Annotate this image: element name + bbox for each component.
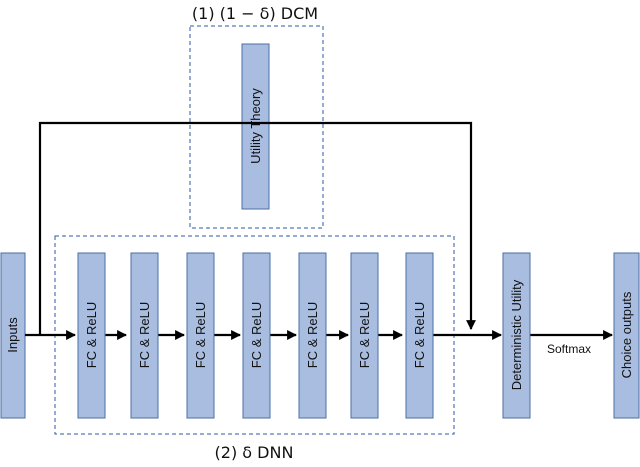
fc-layer-4 [242,252,271,419]
fc-layer-1-label: FC & ReLU [84,302,99,368]
deterministic-utility-label: Deterministic Utility [509,279,524,390]
utility-theory-box [241,43,270,210]
deterministic-utility-box [502,252,531,419]
fc-layer-6 [350,252,379,419]
dnn-title: (2) δ DNN [215,443,294,462]
utility-theory-label: Utility Theory [248,88,263,164]
fc-layer-6-label: FC & ReLU [357,302,372,368]
fc-layer-7 [405,252,434,419]
choice-outputs-box [613,252,640,419]
fc-layer-5 [298,252,327,419]
fc-layer-4-label: FC & ReLU [249,302,264,368]
choice-outputs-label: Choice outputs [619,291,634,378]
fc-layer-3 [186,252,215,419]
fc-layer-1 [77,252,106,419]
inputs-label: Inputs [5,317,20,353]
fc-layer-2 [130,252,159,419]
fc-layer-2-label: FC & ReLU [137,302,152,368]
dcm-container [189,25,324,229]
dcm-title: (1) (1 − δ) DCM [192,4,318,23]
fc-layer-7-label: FC & ReLU [412,302,427,368]
fc-layer-3-label: FC & ReLU [193,302,208,368]
softmax-label: Softmax [547,342,591,356]
bypass-connector [38,121,476,335]
fc-layer-5-label: FC & ReLU [305,302,320,368]
